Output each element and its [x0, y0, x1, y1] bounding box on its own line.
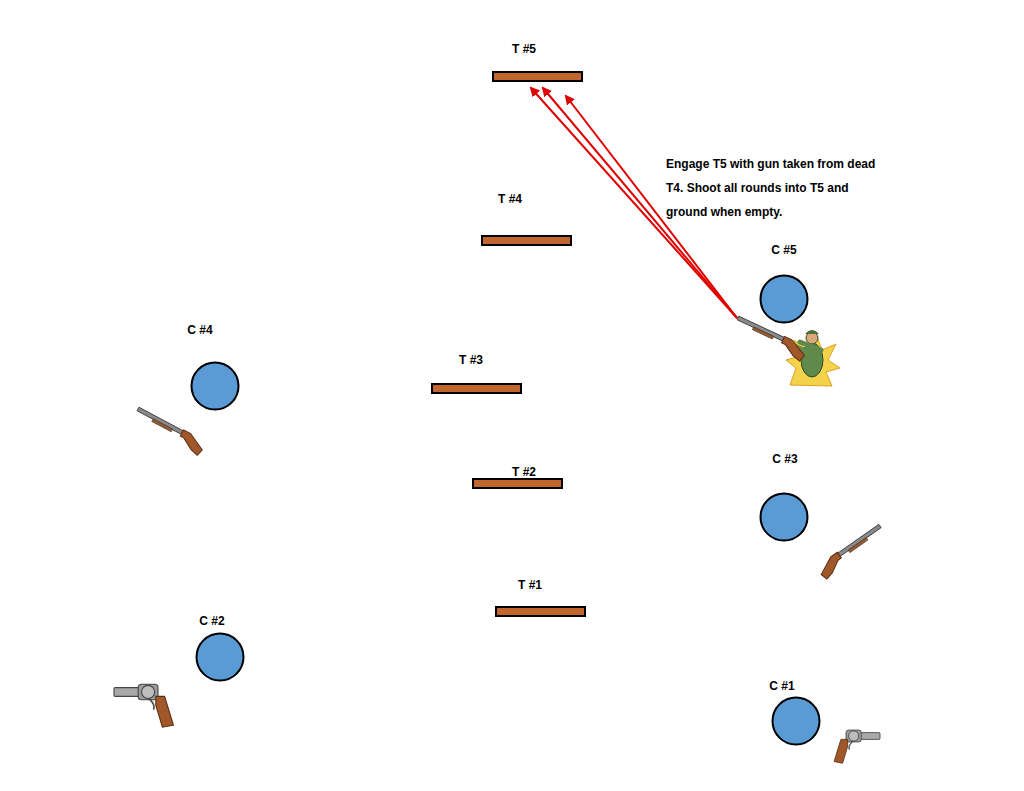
cover-circle: C #1 — [771, 696, 821, 746]
fire-arrows — [531, 88, 737, 318]
target-bar: T #3 — [431, 383, 522, 394]
soldier-figure — [733, 315, 840, 386]
shotgun-icon — [132, 406, 207, 456]
cover-circle: C #3 — [759, 492, 809, 542]
revolver-icon — [834, 730, 880, 763]
circle-outline — [195, 632, 245, 682]
node-label: T #4 — [498, 192, 522, 206]
node-label: C #5 — [771, 243, 796, 257]
node-label: T #3 — [459, 353, 483, 367]
target-bar: T #1 — [495, 606, 586, 617]
target-bar: T #5 — [492, 71, 583, 82]
instruction-note: Engage T5 with gun taken from dead T4. S… — [666, 152, 888, 224]
target-bar: T #2 — [472, 478, 563, 489]
node-label: C #1 — [769, 679, 794, 693]
target-bar: T #4 — [481, 235, 572, 246]
node-label: T #2 — [512, 465, 536, 479]
node-label: T #1 — [518, 578, 542, 592]
node-label: C #2 — [199, 614, 224, 628]
circle-outline — [759, 274, 809, 324]
revolver-icon — [114, 684, 173, 727]
circle-outline — [190, 361, 240, 411]
circle-outline — [759, 492, 809, 542]
circle-outline — [771, 696, 821, 746]
node-label: T #5 — [512, 42, 536, 56]
cover-circle: C #4 — [190, 361, 240, 411]
cover-circle: C #5 — [759, 274, 809, 324]
node-label: C #3 — [772, 452, 797, 466]
cover-circle: C #2 — [195, 632, 245, 682]
node-label: C #4 — [187, 323, 212, 337]
shotgun-icon — [816, 524, 887, 581]
